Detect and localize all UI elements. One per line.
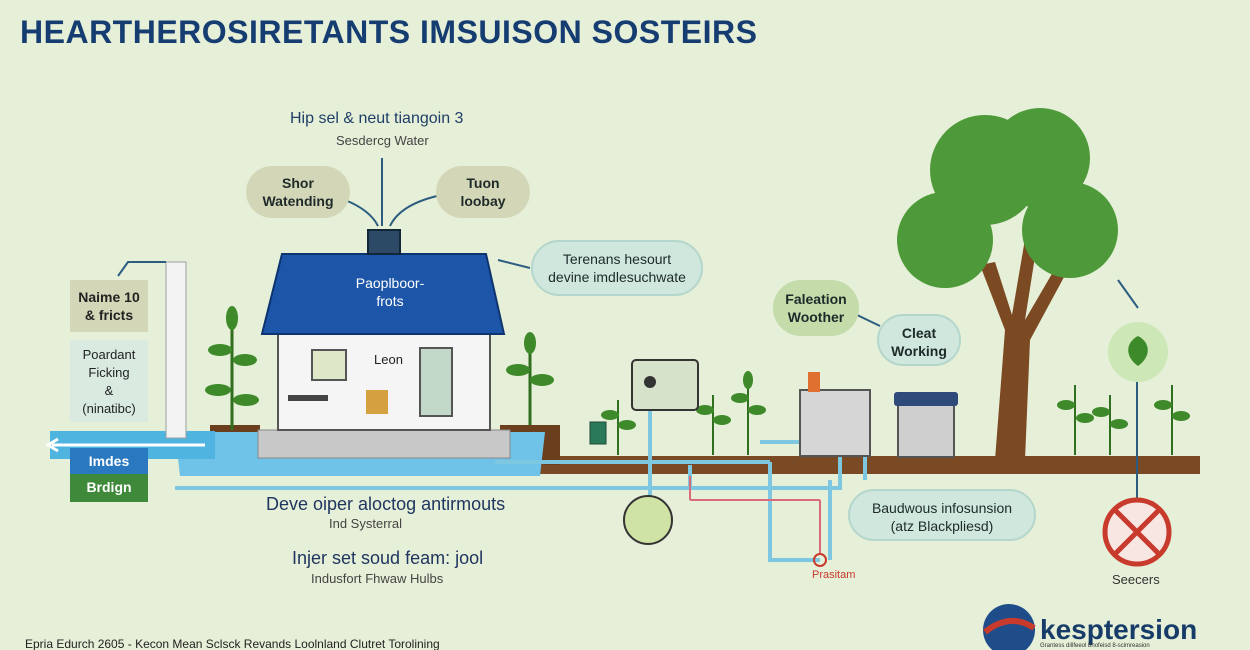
chimney	[367, 229, 401, 255]
center-line-4: Indusfort Fhwaw Hulbs	[311, 571, 444, 586]
left-panel-middle-line4: (ninatibc)	[82, 401, 136, 416]
plants-middle	[506, 332, 766, 455]
house-table	[288, 395, 328, 401]
filter-unit	[897, 404, 955, 458]
tree-canopy	[897, 108, 1118, 288]
pump-machine	[799, 389, 871, 457]
left-panel-middle-line1: Poardant	[82, 347, 136, 362]
house-body	[277, 333, 491, 431]
footer-note: Epria Edurch 2605 - Kecon Mean Sclsck Re…	[25, 638, 440, 650]
arrow-to-leaf	[1117, 279, 1139, 309]
brand-name: kesptersion	[1040, 614, 1198, 645]
header-subnote: Sesdercg Water	[336, 133, 429, 148]
bio-circle	[623, 495, 673, 545]
arrow-to-cleat	[854, 313, 881, 327]
bubble-terenans: Terenans hesourt devine imdlesuchwate	[531, 240, 703, 296]
bubble-baudwous-line2: (atz Blackpliesd)	[890, 518, 994, 534]
bubble-faleation-line2: Woother	[787, 309, 845, 325]
bubble-terenans-line1: Terenans hesourt	[562, 251, 672, 267]
valve-device	[589, 421, 607, 445]
vertical-pipe	[165, 261, 187, 439]
plants-left	[205, 306, 259, 430]
arrow-to-panel	[117, 261, 166, 277]
tank-gauge	[644, 376, 656, 388]
bubble-shor: Shor Watending	[246, 166, 350, 218]
red-valve	[813, 553, 827, 567]
bubble-baudwous: Baudwous infosunsion (atz Blackpliesd)	[848, 489, 1036, 541]
bubble-shor-line1: Shor	[282, 175, 314, 191]
center-line-3: Injer set soud feam: jool	[292, 548, 484, 568]
filter-cap	[894, 392, 958, 406]
house-roof	[260, 253, 506, 335]
prasitam-label: Prasitam	[812, 569, 856, 581]
arrow-to-roof	[497, 259, 531, 269]
inlet-arrow-head	[45, 437, 59, 453]
left-panel-bottom-top: Imdes	[70, 448, 148, 474]
header-note: Hip sel & neut tiangoin 3	[290, 110, 464, 127]
brand-logo-swoosh	[983, 618, 1036, 635]
left-panel-bottom-line2: Brdign	[86, 479, 132, 495]
brand-tagline: Grantess dillfeeol bnofeisd 8-scimreasio…	[1040, 643, 1150, 649]
left-panel-top-line2: & fricts	[84, 307, 134, 323]
house-leon-label: Leon	[374, 352, 403, 367]
red-pipe	[689, 476, 821, 555]
bubble-tuon: Tuon loobay	[436, 166, 530, 218]
seecers-label: Seecers	[1112, 572, 1160, 587]
bubble-terenans-line2: devine imdlesuchwate	[548, 269, 686, 285]
house-door	[419, 347, 453, 417]
tank-device	[631, 359, 699, 411]
leaf-icon	[1128, 336, 1148, 366]
brand-logo-icon	[983, 604, 1035, 650]
left-panel-middle-line3: &	[104, 383, 114, 398]
bubble-shor-line2: Watending	[262, 193, 334, 209]
bubble-cleat-line1: Cleat	[901, 325, 937, 341]
bubble-faleation: Faleation Woother	[773, 280, 859, 336]
left-panel-bottom-line1: Imdes	[88, 453, 130, 469]
left-panel-bottom: Brdign	[70, 474, 148, 502]
left-panel-middle: Poardant Ficking & (ninatibc)	[70, 340, 148, 422]
left-panel-top: Naime 10 & fricts	[70, 280, 148, 332]
bubble-cleat-line2: Working	[891, 343, 947, 359]
pump-top	[808, 372, 820, 392]
roof-label-line1: Paoplboor-	[355, 275, 425, 291]
center-line-2: Ind Systerral	[329, 516, 402, 531]
diagram-title: HEARTHEROSIRETANTS IMSUISON SOSTEIRS	[20, 14, 758, 50]
left-panel-middle-line2: Ficking	[88, 365, 130, 380]
bubble-baudwous-line1: Baudwous infosunsion	[871, 500, 1013, 516]
plants-right	[1057, 385, 1190, 455]
prohibited-cross	[1113, 508, 1161, 556]
house-chair	[366, 390, 388, 414]
house-window	[311, 349, 347, 381]
bubble-faleation-line1: Faleation	[785, 291, 847, 307]
roof-label-line2: frots	[376, 293, 404, 309]
house-foundation	[257, 429, 511, 459]
center-line-1: Deve oiper aloctog antirmouts	[266, 494, 506, 514]
tree-trunk	[980, 210, 1070, 460]
arrow-left-chimney	[344, 199, 379, 227]
bubble-tuon-line1: Tuon	[466, 175, 500, 191]
arrow-right-chimney	[389, 195, 438, 227]
roof-label: Paoplboor- frots	[330, 274, 450, 310]
bubble-tuon-line2: loobay	[460, 193, 506, 209]
left-panel-top-line1: Naime 10	[78, 289, 140, 305]
bubble-cleat: Cleat Working	[877, 314, 961, 366]
